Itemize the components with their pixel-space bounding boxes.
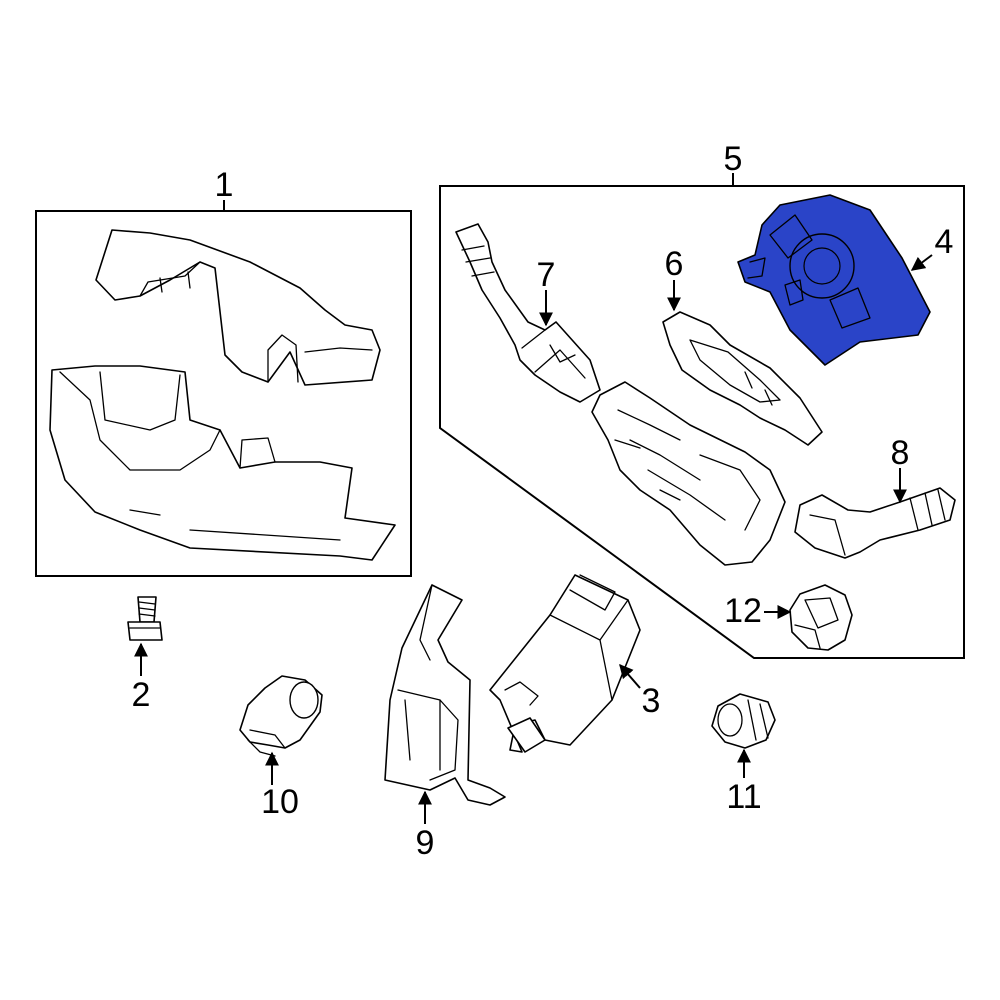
callout-6[interactable]: 6 <box>665 245 684 283</box>
callout-3[interactable]: 3 <box>642 682 661 720</box>
clock-spring[interactable] <box>737 194 931 366</box>
callout-9[interactable]: 9 <box>416 824 435 862</box>
leader-4 <box>910 254 933 271</box>
lock-cylinder[interactable] <box>239 675 323 757</box>
callout-12[interactable]: 12 <box>724 592 762 630</box>
switch-bracket[interactable] <box>662 311 823 446</box>
small-switch[interactable] <box>789 584 853 651</box>
leader-3 <box>619 663 641 689</box>
module-bracket[interactable] <box>384 584 506 806</box>
callout-1[interactable]: 1 <box>215 166 234 204</box>
screw[interactable] <box>127 596 163 641</box>
lock-housing[interactable] <box>489 574 641 753</box>
callout-11[interactable]: 11 <box>726 778 761 816</box>
callout-10[interactable]: 10 <box>261 783 299 821</box>
callout-8[interactable]: 8 <box>891 434 910 472</box>
sensor[interactable] <box>711 693 776 749</box>
lever-switch-left[interactable] <box>455 223 601 403</box>
callout-4[interactable]: 4 <box>935 223 954 261</box>
lever-switch-right[interactable] <box>794 487 956 559</box>
lower-column-cover[interactable] <box>49 365 396 561</box>
callout-2[interactable]: 2 <box>132 676 151 714</box>
callout-7[interactable]: 7 <box>537 256 556 294</box>
upper-column-cover[interactable] <box>95 229 381 386</box>
callout-5[interactable]: 5 <box>724 140 743 178</box>
group-5-frame <box>439 185 965 659</box>
switch-body[interactable] <box>591 381 786 566</box>
